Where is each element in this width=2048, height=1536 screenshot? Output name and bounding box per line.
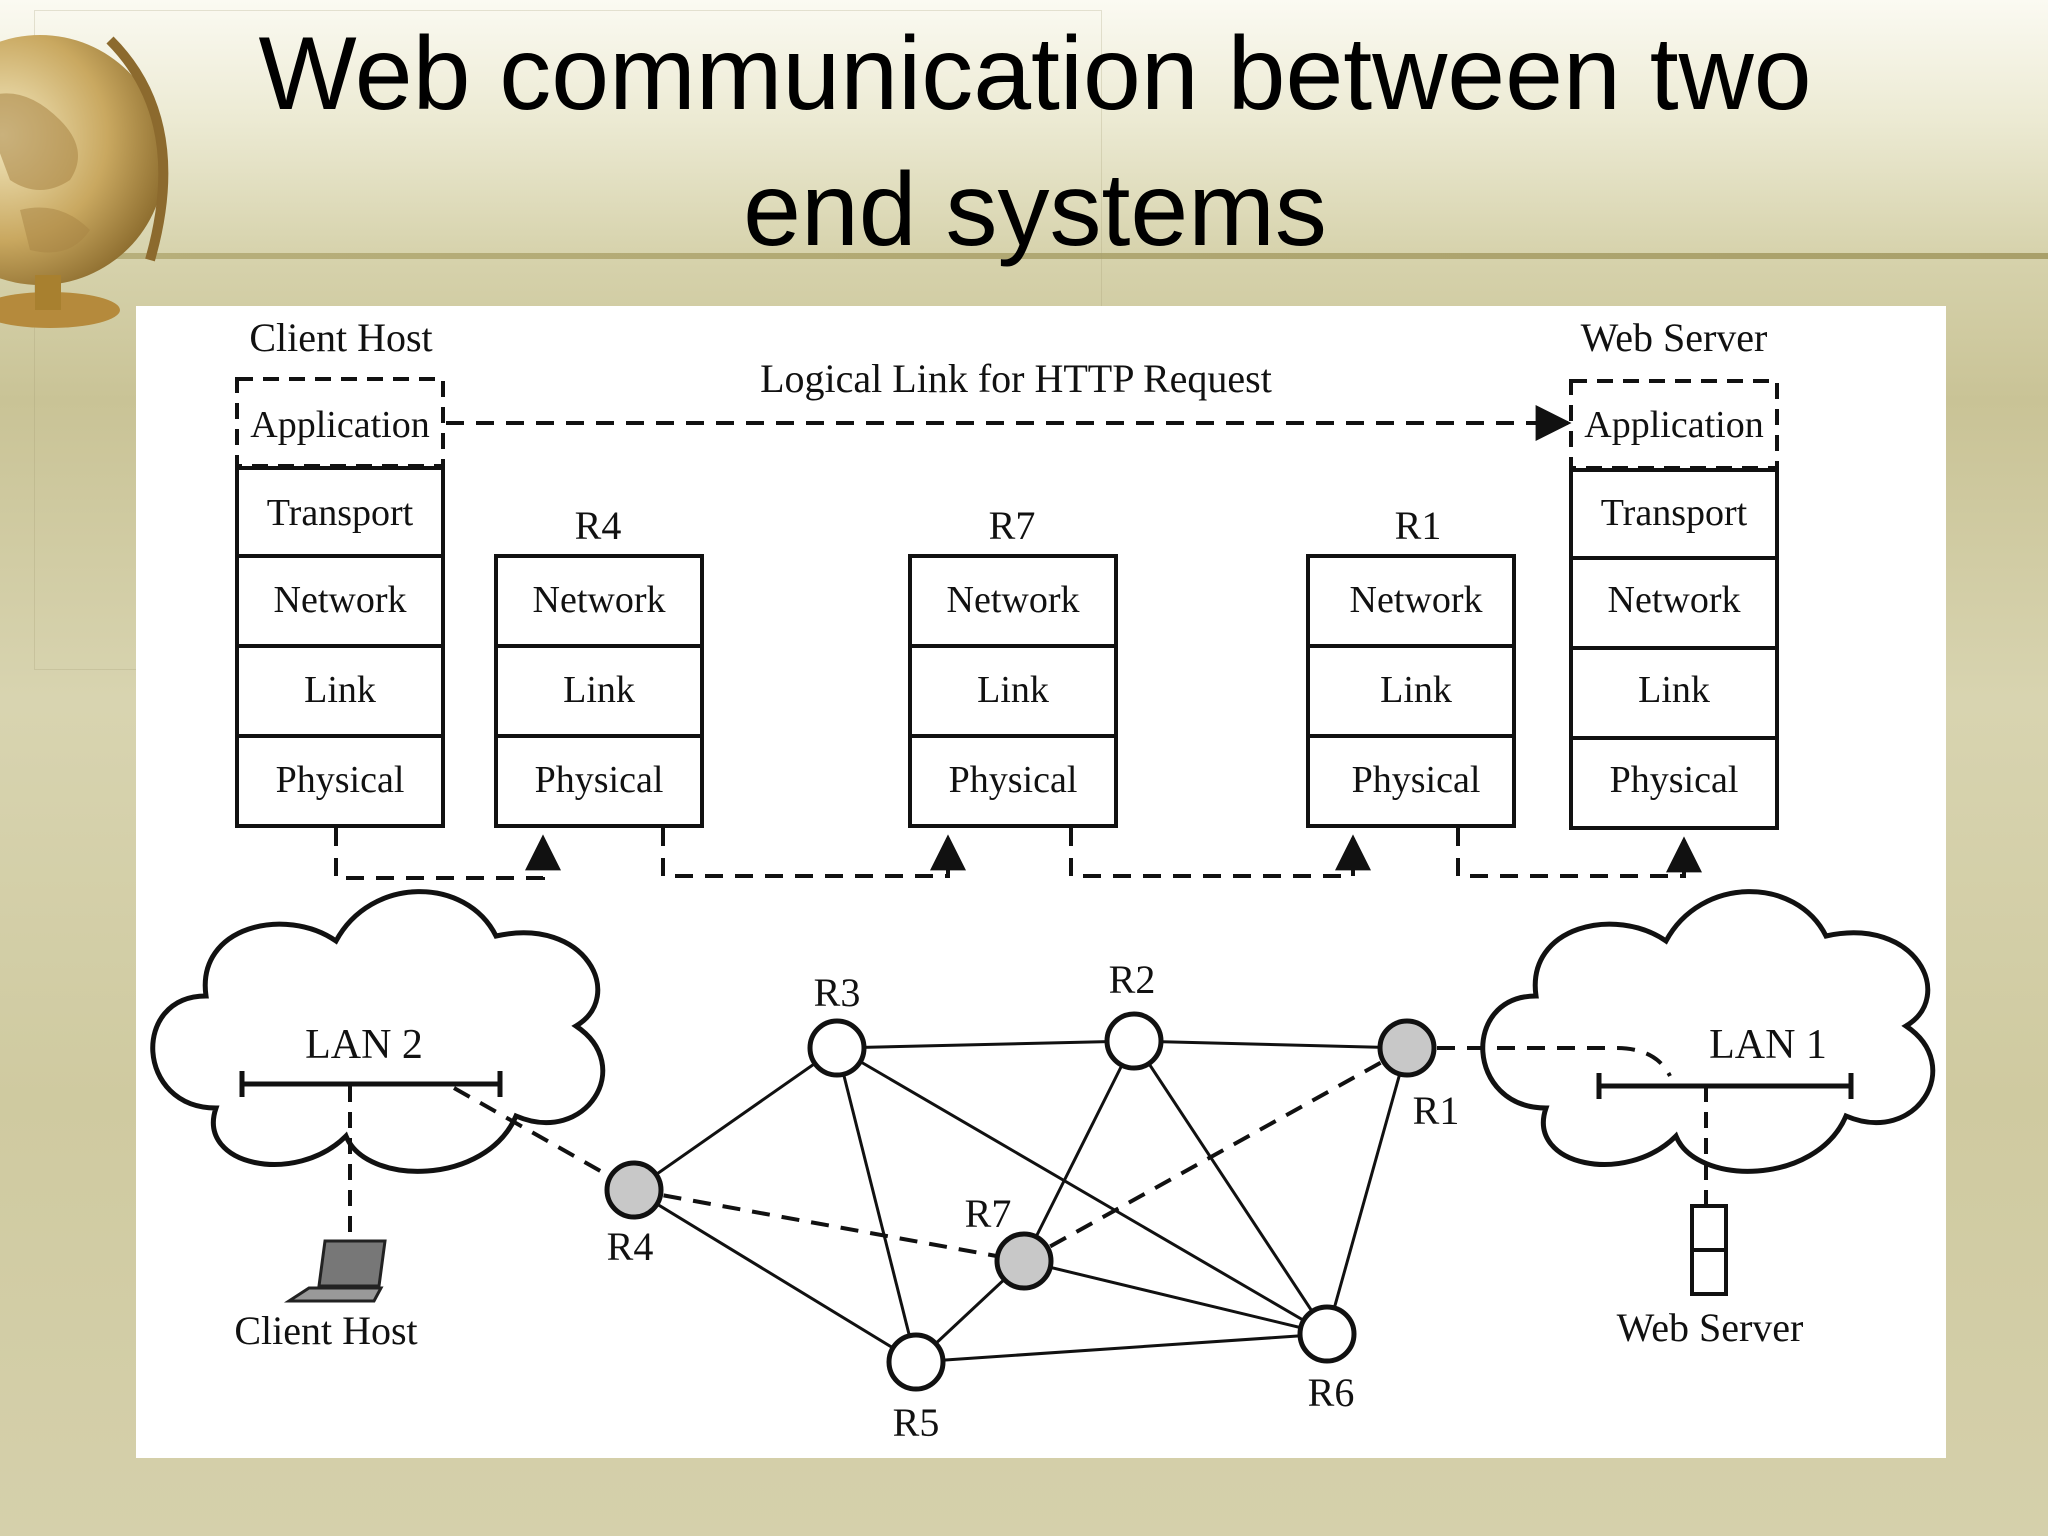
- link-r3-r4: [633, 1046, 838, 1192]
- hop-arrow-r7-r1: [1069, 828, 1371, 878]
- stack-server-title: Web Server: [1581, 315, 1768, 360]
- layer-label: Network: [947, 579, 1080, 621]
- layer-label: Transport: [1601, 492, 1748, 534]
- stack-client: Client Host Application Transport Networ…: [235, 315, 445, 828]
- stack-r1: R1 Network Link Physical: [1306, 503, 1516, 828]
- logical-link-label: Logical Link for HTTP Request: [760, 356, 1272, 401]
- diagram-canvas: Client Host Application Transport Networ…: [150, 315, 1936, 1445]
- layer-label: Physical: [535, 759, 664, 801]
- layer-label: Application: [1584, 404, 1763, 446]
- stack-r1-title: R1: [1395, 503, 1442, 548]
- layer-label: Network: [533, 579, 666, 621]
- hop-arrow-r1-server: [1456, 828, 1702, 878]
- router-r3: [807, 1018, 867, 1078]
- hop-arrow-r4-r7: [661, 828, 966, 878]
- layer-label: Application: [250, 404, 429, 446]
- title-underline: [0, 253, 2048, 259]
- router-r4: [604, 1160, 664, 1220]
- path-lan2-r4: [453, 1086, 635, 1192]
- router-label-r4: R4: [607, 1224, 654, 1269]
- physical-layer-box: [235, 734, 445, 828]
- link-r7-r6: [1023, 1259, 1328, 1336]
- title-line-2: end systems: [743, 152, 1327, 268]
- router-label-r7: R7: [965, 1191, 1012, 1236]
- path-r4-r7: [633, 1188, 1025, 1263]
- stack-r7: R7 Network Link Physical: [908, 503, 1118, 828]
- request-path: [453, 1046, 1672, 1263]
- router-label-r1: R1: [1413, 1088, 1460, 1133]
- laptop-icon: [283, 1239, 387, 1303]
- physical-layer-box: [908, 734, 1118, 828]
- hop-arrow-client-r4: [334, 828, 561, 880]
- layer-label: Network: [1350, 579, 1483, 621]
- router-links: [633, 1039, 1409, 1364]
- lan2-label: LAN 2: [305, 1022, 423, 1068]
- stack-client-title: Client Host: [249, 315, 432, 360]
- link-r2-r6: [1132, 1040, 1329, 1335]
- layer-label: Link: [1380, 669, 1452, 711]
- physical-layer-box: [1569, 736, 1779, 830]
- router-r6: [1297, 1304, 1357, 1364]
- layer-label: Physical: [949, 759, 1078, 801]
- link-r5-r6: [915, 1332, 1328, 1364]
- lan2-cloud: [150, 889, 606, 1174]
- layer-label: Physical: [1352, 759, 1481, 801]
- path-r1-lan1: [1407, 1046, 1672, 1077]
- link-r2-r1: [1133, 1039, 1408, 1050]
- router-r2: [1104, 1011, 1164, 1071]
- physical-layer-box: [1306, 734, 1516, 828]
- layer-label: Network: [1608, 579, 1741, 621]
- physical-layer-box: [494, 734, 704, 828]
- stack-r7-title: R7: [989, 503, 1036, 548]
- router-label-r2: R2: [1109, 957, 1156, 1002]
- layer-label: Link: [1638, 669, 1710, 711]
- layer-label: Link: [304, 669, 376, 711]
- stack-r4: R4 Network Link Physical: [494, 503, 704, 828]
- client-host-label: Client Host: [234, 1308, 417, 1353]
- router-label-r5: R5: [893, 1400, 940, 1445]
- layer-label: Network: [274, 579, 407, 621]
- lan1-cloud: [1480, 889, 1936, 1174]
- link-r2-r7: [1022, 1040, 1136, 1262]
- link-r1-r6: [1325, 1047, 1409, 1335]
- layer-label: Transport: [267, 492, 414, 534]
- slide-title: Web communication between two end system…: [170, 6, 1900, 278]
- stack-server: Web Server Application Transport Network…: [1569, 315, 1779, 830]
- router-r5: [886, 1332, 946, 1392]
- layer-label: Link: [977, 669, 1049, 711]
- router-label-r3: R3: [814, 970, 861, 1015]
- globe-icon: [0, 35, 169, 328]
- link-r3-r6: [836, 1046, 1328, 1336]
- network-diagram: Client Host Application Transport Networ…: [136, 306, 1946, 1458]
- server-icon: [1690, 1204, 1728, 1296]
- router-r7: [994, 1231, 1054, 1291]
- path-r7-r1: [1023, 1046, 1408, 1263]
- router-label-r6: R6: [1308, 1370, 1355, 1415]
- web-server-label: Web Server: [1617, 1305, 1804, 1350]
- lan1-label: LAN 1: [1709, 1022, 1827, 1068]
- layer-label: Physical: [276, 759, 405, 801]
- link-r3-r5: [835, 1047, 918, 1363]
- stack-r4-title: R4: [575, 503, 622, 548]
- router-r1: [1377, 1018, 1437, 1078]
- routers: [604, 1011, 1437, 1392]
- link-r3-r2: [836, 1039, 1135, 1050]
- title-line-1: Web communication between two: [258, 16, 1812, 132]
- layer-label: Link: [563, 669, 635, 711]
- link-r4-r5: [633, 1188, 917, 1364]
- layer-label: Physical: [1610, 759, 1739, 801]
